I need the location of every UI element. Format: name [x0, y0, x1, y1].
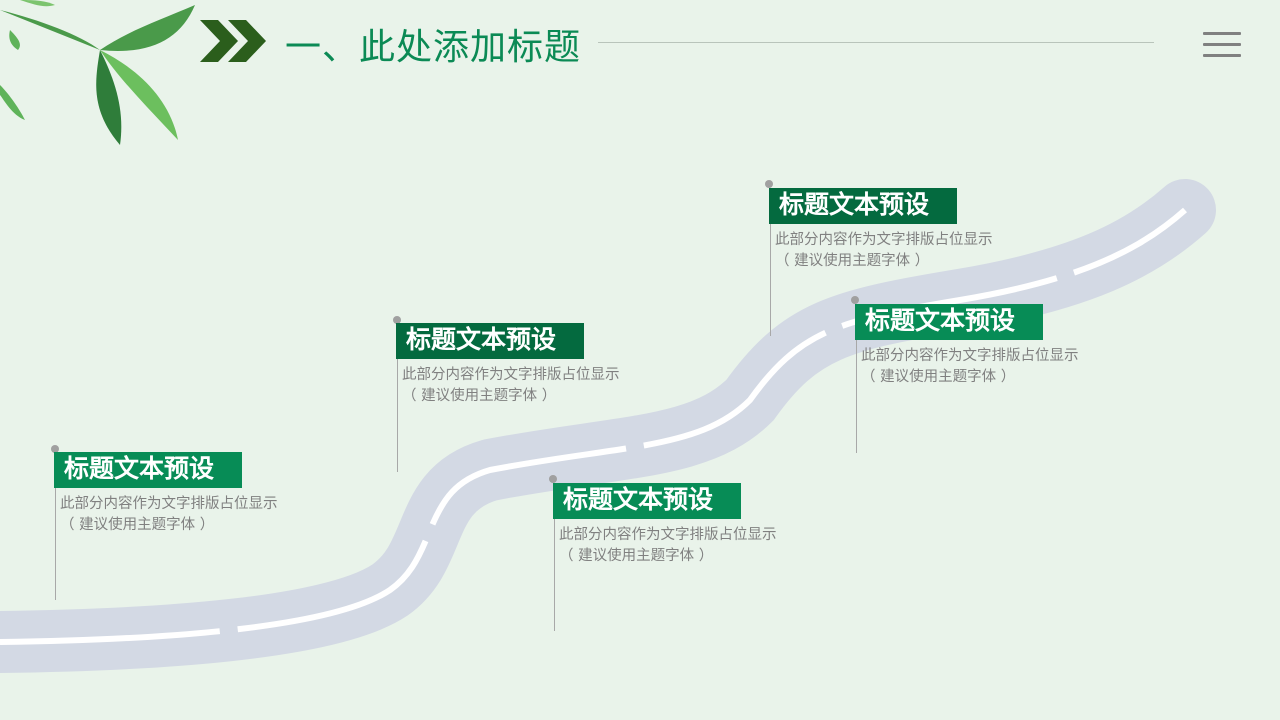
desc-line-1: 此部分内容作为文字排版占位显示 [402, 367, 620, 383]
pin-stem [770, 188, 771, 336]
title-divider [598, 42, 1154, 43]
pin-dot [851, 296, 859, 304]
milestone-title: 标题文本预设 [769, 188, 957, 224]
milestone-desc: 此部分内容作为文字排版占位显示 （ 建议使用主题字体 ） [60, 494, 278, 536]
milestone-desc: 此部分内容作为文字排版占位显示 （ 建议使用主题字体 ） [402, 365, 620, 407]
desc-line-2: （ 建议使用主题字体 ） [559, 548, 714, 564]
page-title: 一、此处添加标题 [285, 27, 582, 68]
milestone-desc: 此部分内容作为文字排版占位显示 （ 建议使用主题字体 ） [775, 230, 993, 272]
desc-line-2: （ 建议使用主题字体 ） [60, 517, 215, 533]
desc-line-2: （ 建议使用主题字体 ） [775, 253, 930, 269]
pin-stem [55, 452, 56, 600]
desc-line-1: 此部分内容作为文字排版占位显示 [861, 348, 1079, 364]
milestone-desc: 此部分内容作为文字排版占位显示 （ 建议使用主题字体 ） [559, 525, 777, 567]
desc-line-1: 此部分内容作为文字排版占位显示 [559, 527, 777, 543]
desc-line-1: 此部分内容作为文字排版占位显示 [775, 232, 993, 248]
milestone-desc: 此部分内容作为文字排版占位显示 （ 建议使用主题字体 ） [861, 346, 1079, 388]
desc-line-2: （ 建议使用主题字体 ） [861, 369, 1016, 385]
milestone-title: 标题文本预设 [54, 452, 242, 488]
pin-dot [549, 475, 557, 483]
pin-dot [393, 316, 401, 324]
milestone-title: 标题文本预设 [553, 483, 741, 519]
double-chevron-icon [200, 20, 266, 62]
desc-line-2: （ 建议使用主题字体 ） [402, 388, 557, 404]
leaf-decoration [0, 0, 195, 145]
milestone-title: 标题文本预设 [855, 304, 1043, 340]
milestone-title: 标题文本预设 [396, 323, 584, 359]
pin-stem [856, 304, 857, 453]
pin-stem [554, 483, 555, 631]
pin-dot [765, 180, 773, 188]
menu-icon[interactable] [1203, 32, 1241, 65]
desc-line-1: 此部分内容作为文字排版占位显示 [60, 496, 278, 512]
pin-dot [51, 445, 59, 453]
pin-stem [397, 323, 398, 472]
